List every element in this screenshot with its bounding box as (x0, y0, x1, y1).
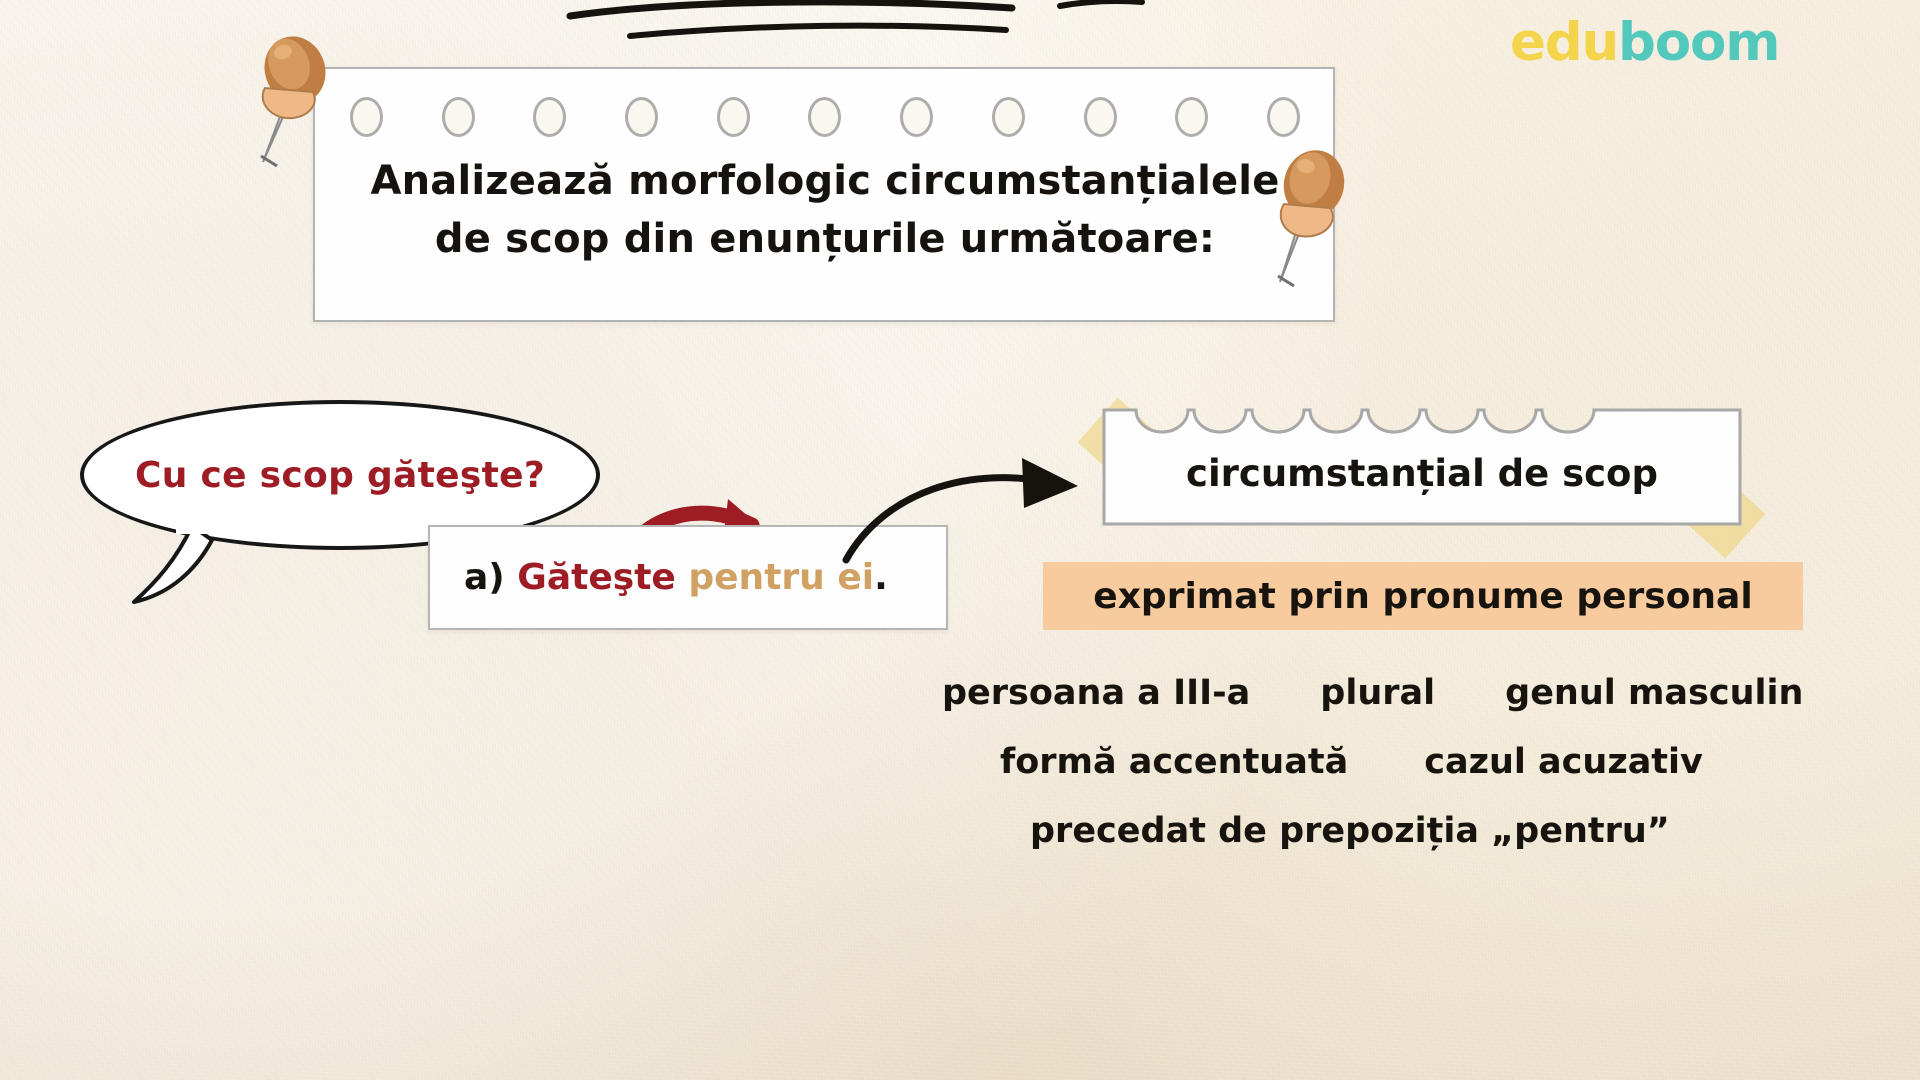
punch-hole (808, 97, 842, 137)
punch-hole (533, 97, 567, 137)
punch-hole (1266, 97, 1300, 137)
attribute-tag-label: persoana a III-a (942, 673, 1251, 713)
pushpin-icon (1277, 150, 1345, 288)
punch-hole (1175, 97, 1209, 137)
speech-bubble-tail (132, 520, 224, 604)
black-curved-arrow-icon (842, 458, 1078, 564)
tag-row: precedat de prepoziția „pentru” (930, 810, 1890, 857)
sentence-text: a) Găteşte pentru ei. (430, 557, 888, 598)
punch-hole (1083, 97, 1117, 137)
attribute-tag-label: plural (1320, 673, 1436, 713)
attribute-tag: plural (1308, 672, 1507, 719)
attribute-tag-label: genul masculin (1505, 673, 1804, 713)
attribute-tag: persoana a III-a (930, 672, 1262, 719)
punch-hole (625, 97, 659, 137)
punch-hole-row (350, 95, 1300, 139)
attribute-tag: formă accentuată (988, 741, 1360, 788)
attribute-tag: precedat de prepoziția „pentru” (1018, 810, 1682, 857)
punch-hole (350, 97, 383, 137)
decorative-doodle-strokes (566, 0, 1145, 39)
sentence-verb: Găteşte (517, 557, 676, 598)
attribute-tag: genul masculin (1493, 672, 1815, 719)
punch-hole (441, 97, 475, 137)
expression-banner-text: exprimat prin pronume personal (1093, 575, 1753, 617)
punch-hole (991, 97, 1025, 137)
attribute-tag-label: formă accentuată (1000, 742, 1349, 783)
eduboom-logo: eduboom (1510, 12, 1780, 73)
logo-edu: edu (1510, 12, 1619, 73)
result-label: circumstanțial de scop (1186, 452, 1658, 495)
attribute-tag-list: persoana a III-a plural genul masculin f… (930, 672, 1890, 858)
sentence-marker: a) (464, 557, 505, 598)
logo-boom: boom (1618, 12, 1780, 73)
expression-banner: exprimat prin pronume personal (1043, 562, 1803, 630)
tag-row: persoana a III-a plural genul masculin (930, 672, 1890, 719)
attribute-tag-label: cazul acuzativ (1424, 742, 1703, 783)
title-line-2: de scop din enunțurile următoare: (434, 216, 1216, 262)
pushpin-icon (260, 36, 326, 168)
result-card (1102, 408, 1742, 526)
title-text: Analizează morfologic circumstanțialele … (330, 152, 1320, 268)
attribute-tag-label: precedat de prepoziția „pentru” (1030, 811, 1670, 852)
attribute-tag: cazul acuzativ (1412, 741, 1715, 788)
punch-hole (716, 97, 750, 137)
tag-row: formă accentuată cazul acuzativ (930, 741, 1890, 788)
sentence-complement: pentru ei (688, 557, 875, 598)
punch-hole (900, 97, 934, 137)
title-line-1: Analizează morfologic circumstanțialele (370, 158, 1280, 204)
sentence-period: . (874, 557, 888, 598)
question-text: Cu ce scop găteşte? (135, 454, 545, 496)
